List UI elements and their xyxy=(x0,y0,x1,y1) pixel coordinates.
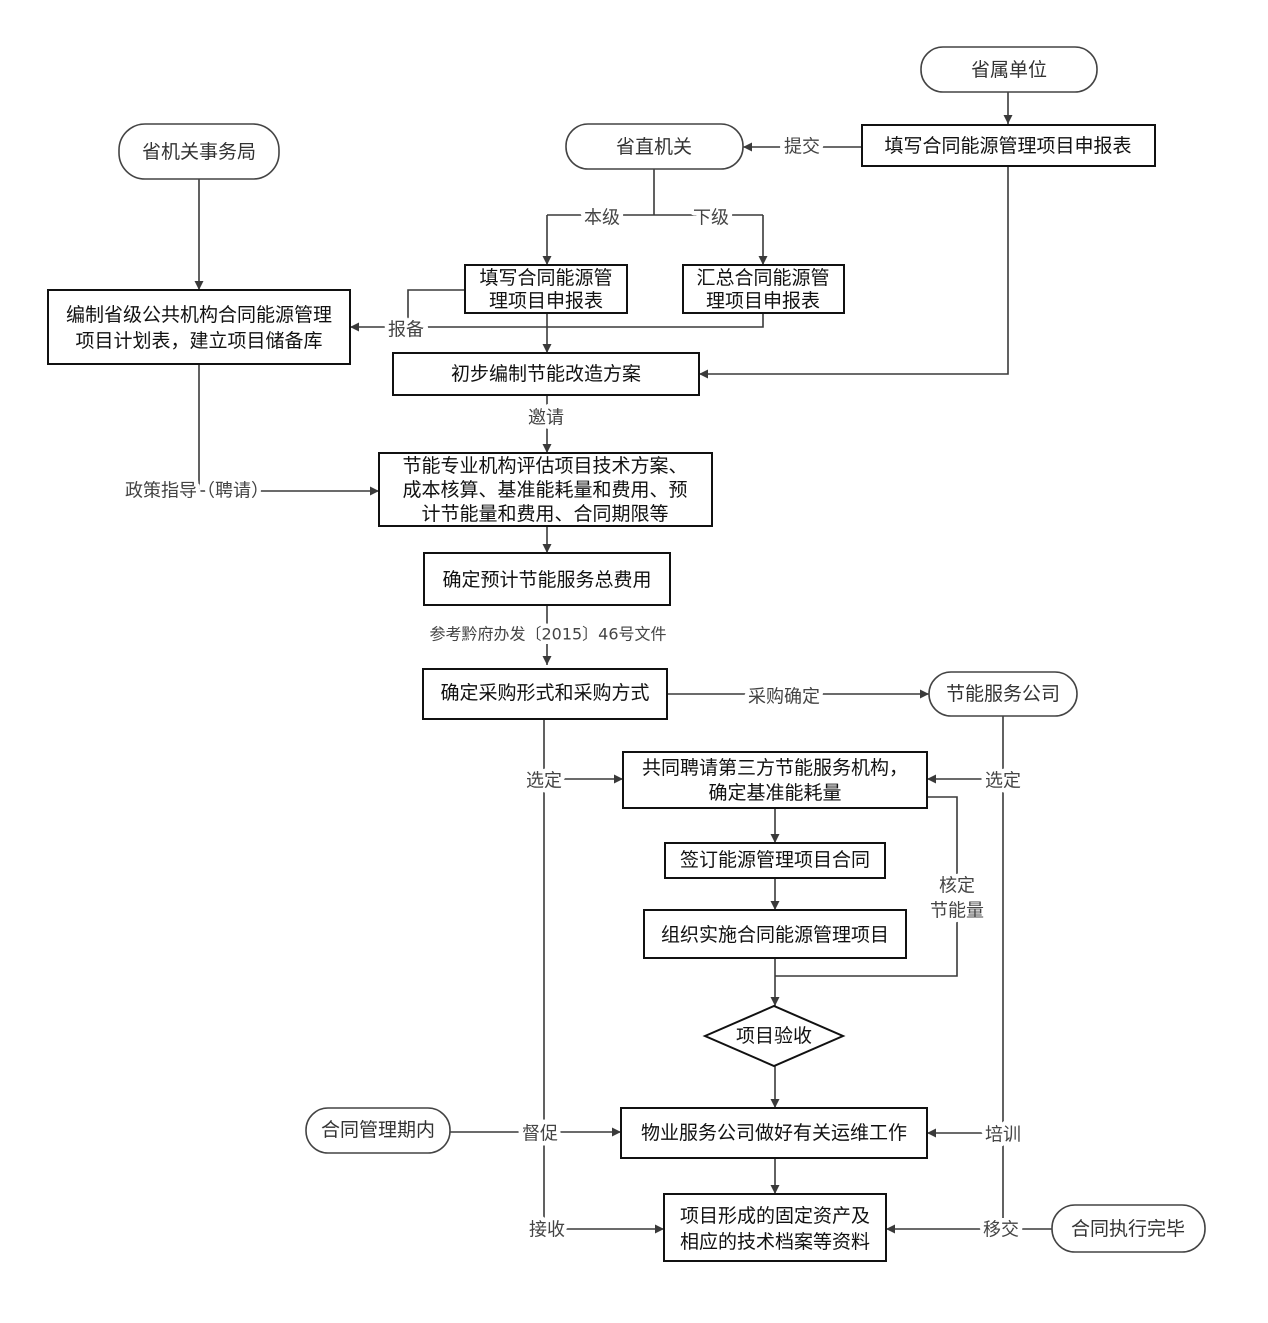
node-line-2: 成本核算、基准能耗量和费用、预 xyxy=(402,479,687,501)
node-label: 签订能源管理项目合同 xyxy=(680,849,870,871)
node-contract-period: 合同管理期内 xyxy=(305,1107,451,1154)
node-label: 组织实施合同能源管理项目 xyxy=(661,924,889,946)
label-select-left: 选定 xyxy=(526,771,562,792)
label-procure-confirm: 采购确定 xyxy=(748,687,820,708)
node-assets: 项目形成的固定资产及 相应的技术档案等资料 xyxy=(663,1193,887,1262)
label-verify-line2: 节能量 xyxy=(930,901,984,922)
edge-labels: 提交 本级 下级 报备 邀请 政策指导（聘请） 参考黔府办发〔2015〕46号文… xyxy=(121,132,1026,1245)
node-acceptance: 项目验收 xyxy=(702,1004,846,1068)
node-label: 省直机关 xyxy=(616,136,692,158)
edge-policy xyxy=(198,364,379,496)
label-train: 培训 xyxy=(985,1125,1021,1146)
node-fill-form-top: 填写合同能源管理项目申报表 xyxy=(861,124,1156,167)
node-summarize-form: 汇总合同能源管 理项目申报表 xyxy=(682,264,845,314)
edge-agencies-split xyxy=(547,169,763,216)
label-submit: 提交 xyxy=(784,137,820,158)
node-line-2: 确定基准能耗量 xyxy=(708,782,841,804)
node-total-cost: 确定预计节能服务总费用 xyxy=(423,552,671,606)
node-label: 确定预计节能服务总费用 xyxy=(442,569,651,591)
node-line-2: 理项目申报表 xyxy=(706,290,820,312)
node-om-work: 物业服务公司做好有关运维工作 xyxy=(620,1107,928,1159)
node-provincial-units: 省属单位 xyxy=(920,46,1098,93)
node-fill-form: 填写合同能源管 理项目申报表 xyxy=(464,264,628,314)
label-reference: 参考黔府办发〔2015〕46号文件 xyxy=(429,625,666,644)
node-label: 省机关事务局 xyxy=(142,141,256,163)
node-label: 节能服务公司 xyxy=(946,683,1060,705)
node-plan-table: 编制省级公共机构合同能源管理 项目计划表，建立项目储备库 xyxy=(47,289,351,365)
node-line-1: 项目形成的固定资产及 xyxy=(680,1205,870,1227)
node-label: 确定采购形式和采购方式 xyxy=(440,682,649,704)
label-same-level: 本级 xyxy=(584,208,620,229)
node-draft-plan: 初步编制节能改造方案 xyxy=(392,352,700,396)
node-line-1: 共同聘请第三方节能服务机构， xyxy=(642,757,908,779)
node-evaluate: 节能专业机构评估项目技术方案、 成本核算、基准能耗量和费用、预 计节能量和费用、… xyxy=(378,452,713,527)
node-label: 项目验收 xyxy=(736,1025,812,1047)
node-line-2: 项目计划表，建立项目储备库 xyxy=(75,330,322,352)
node-contract-done: 合同执行完毕 xyxy=(1051,1204,1206,1253)
node-line-1: 汇总合同能源管 xyxy=(696,267,829,289)
node-label: 合同管理期内 xyxy=(321,1119,435,1141)
label-file-report: 报备 xyxy=(388,320,424,341)
edge-form-to-draft xyxy=(699,166,1009,379)
node-line-1: 编制省级公共机构合同能源管理 xyxy=(66,304,332,326)
node-third-party: 共同聘请第三方节能服务机构， 确定基准能耗量 xyxy=(622,751,928,809)
node-label: 填写合同能源管理项目申报表 xyxy=(884,135,1131,157)
node-line-1: 填写合同能源管 xyxy=(479,267,612,289)
node-label: 初步编制节能改造方案 xyxy=(451,363,641,385)
edge-left-trunk xyxy=(543,719,664,1234)
label-invite: 邀请 xyxy=(528,408,564,429)
node-line-3: 计节能量和费用、合同期限等 xyxy=(421,503,668,525)
edge-report-join xyxy=(407,289,465,327)
node-label: 物业服务公司做好有关运维工作 xyxy=(641,1122,907,1144)
node-implement: 组织实施合同能源管理项目 xyxy=(643,909,907,959)
edge-report xyxy=(350,313,764,332)
label-select-right: 选定 xyxy=(985,771,1021,792)
label-lower-level: 下级 xyxy=(693,208,729,229)
edges xyxy=(194,92,1052,1234)
node-line-2: 理项目申报表 xyxy=(489,290,603,312)
node-line-2: 相应的技术档案等资料 xyxy=(680,1231,870,1253)
node-provincial-agencies: 省直机关 xyxy=(565,123,744,170)
edge-verify-savings xyxy=(775,796,958,977)
label-receive: 接收 xyxy=(529,1220,565,1241)
node-sign-contract: 签订能源管理项目合同 xyxy=(664,842,886,879)
node-procurement: 确定采购形式和采购方式 xyxy=(422,668,668,720)
label-policy: 政策指导（聘请） xyxy=(125,481,269,502)
label-verify-line1: 核定 xyxy=(939,876,975,897)
node-line-1: 节能专业机构评估项目技术方案、 xyxy=(402,455,687,477)
label-supervise: 督促 xyxy=(522,1124,558,1145)
node-label: 省属单位 xyxy=(971,59,1047,81)
node-label: 合同执行完毕 xyxy=(1071,1218,1185,1240)
label-transfer: 移交 xyxy=(983,1220,1019,1241)
node-esco: 节能服务公司 xyxy=(928,671,1078,717)
node-admin-bureau: 省机关事务局 xyxy=(118,123,280,180)
